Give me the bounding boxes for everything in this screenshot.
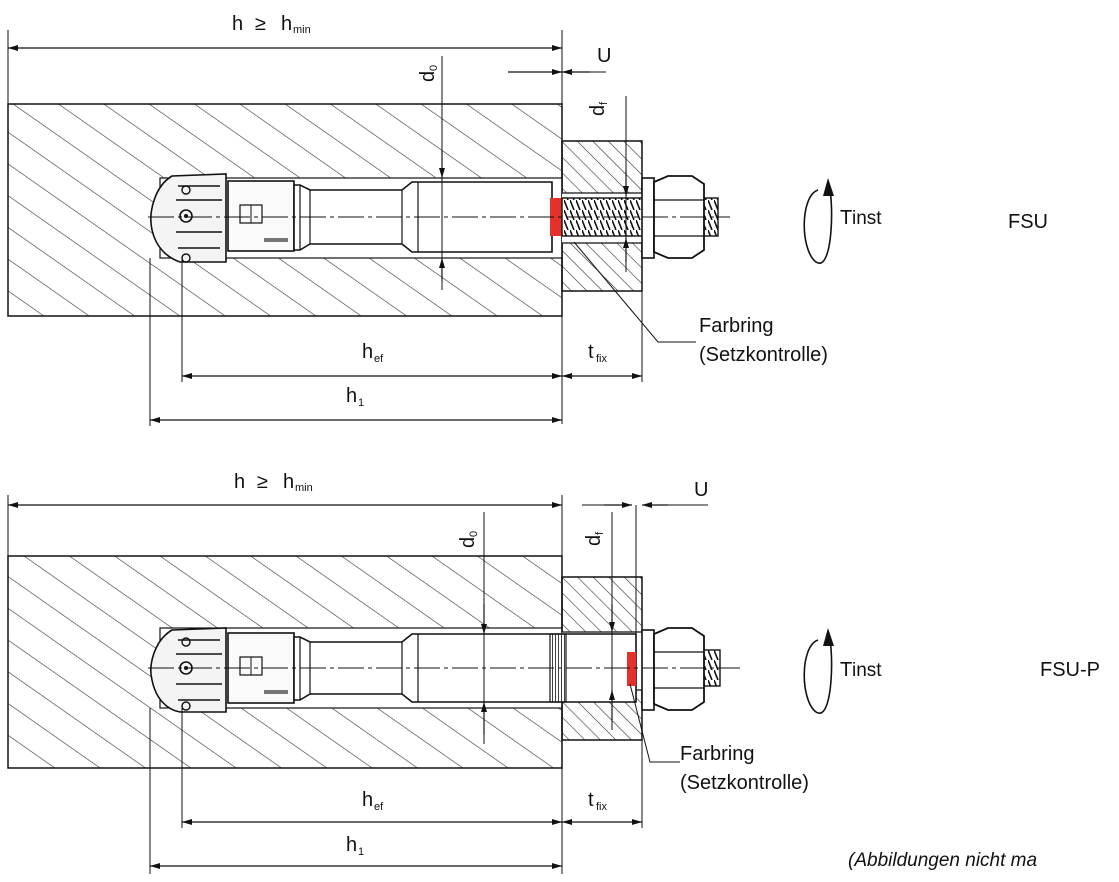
tinst-subscript: inst [852, 660, 882, 681]
d0-label: d [417, 71, 439, 82]
tfix-subscript: fix [596, 353, 608, 365]
color-ring [627, 652, 636, 686]
h1-label: h [346, 834, 357, 856]
fsu-figure: h ≥ h min U d 0 d f h ef t fix [7, 13, 1048, 426]
d0-subscript: 0 [468, 531, 480, 537]
hef-subscript: ef [374, 801, 384, 813]
h-label: h [234, 471, 245, 493]
h1-subscript: 1 [358, 397, 364, 409]
u-label: U [694, 479, 708, 501]
hef-subscript: ef [374, 353, 384, 365]
setzkontrolle-label: (Setzkontrolle) [699, 344, 828, 366]
h-ge-sign: ≥ [255, 13, 266, 35]
type-label-fsu: FSU [1008, 211, 1048, 233]
torque-arrow-icon [803, 628, 834, 714]
tfix-subscript: fix [596, 801, 608, 813]
hmin-label: h [281, 13, 292, 35]
d0-subscript: 0 [428, 65, 440, 71]
hex-nut [653, 627, 705, 711]
setzkontrolle-label: (Setzkontrolle) [680, 772, 809, 794]
hmin-subscript: min [295, 482, 313, 494]
farbring-label: Farbring [699, 315, 773, 337]
df-subscript: f [594, 531, 606, 535]
tinst-label: T [840, 207, 852, 229]
df-label: d [587, 105, 609, 116]
fsu-p-figure: h ≥ h min U d 0 d f h ef [7, 471, 1100, 874]
df-label: d [583, 535, 605, 546]
tfix-label: t [588, 789, 594, 811]
color-ring [550, 198, 562, 236]
tfix-label: t [588, 341, 594, 363]
d0-label: d [457, 537, 479, 548]
df-subscript: f [598, 101, 610, 105]
washer [641, 629, 655, 711]
hef-label: h [362, 789, 373, 811]
u-label: U [597, 45, 611, 67]
hmin-label: h [283, 471, 294, 493]
h1-subscript: 1 [358, 846, 364, 858]
torque-arrow-icon [803, 178, 834, 264]
h-label: h [232, 13, 243, 35]
footnote: (Abbildungen nicht ma [848, 850, 1037, 871]
type-label-fsu-p: FSU-P [1040, 659, 1100, 681]
farbring-label: Farbring [680, 743, 754, 765]
hef-label: h [362, 341, 373, 363]
washer [641, 177, 655, 259]
h1-label: h [346, 385, 357, 407]
h-ge-sign: ≥ [257, 471, 268, 493]
hex-nut [653, 175, 705, 259]
hmin-subscript: min [293, 24, 311, 36]
tinst-subscript: inst [852, 208, 882, 229]
tinst-label: T [840, 659, 852, 681]
